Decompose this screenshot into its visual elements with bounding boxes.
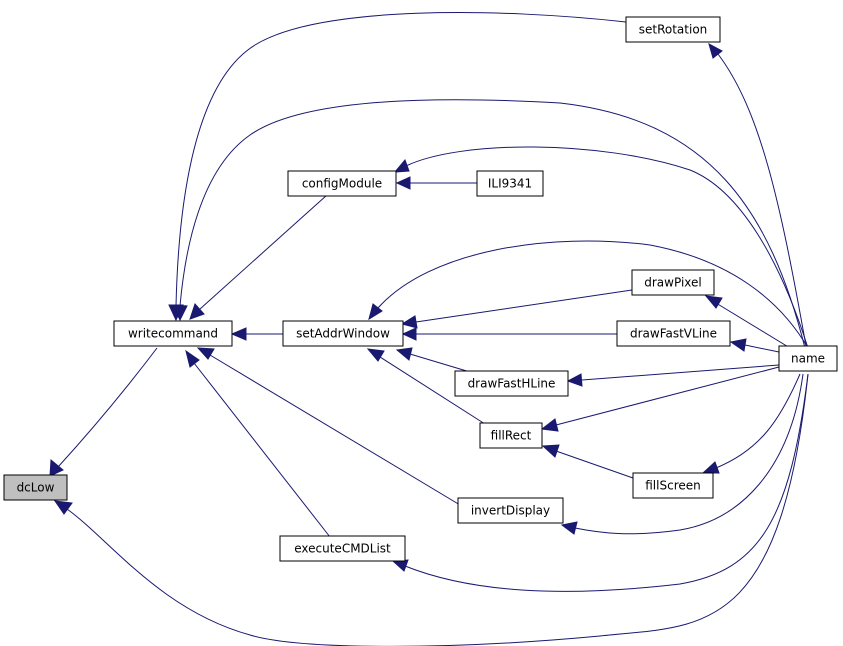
edge-drawfastvline-to-setaddrwindow: [401, 327, 617, 341]
edge-writecommand-to-dclow: [49, 347, 158, 477]
node-setrotation[interactable]: setRotation: [625, 16, 721, 43]
edge-name-to-setrotation: [708, 42, 807, 347]
node-setaddrwindow-box: [282, 320, 404, 347]
node-setaddrwindow[interactable]: setAddrWindow: [282, 320, 404, 347]
node-configmodule-box: [287, 170, 397, 197]
node-drawfasthline-box: [454, 370, 569, 397]
node-ili9341[interactable]: ILI9341: [476, 170, 544, 197]
node-invertdisplay-label: invertDisplay: [471, 504, 550, 518]
node-setrotation-label: setRotation: [639, 23, 708, 37]
edge-drawfasthline-to-setaddrwindow: [395, 347, 471, 373]
node-configmodule[interactable]: configModule: [287, 170, 397, 197]
node-drawpixel-label: drawPixel: [644, 276, 701, 290]
node-invertdisplay[interactable]: invertDisplay: [457, 497, 564, 524]
edge-setaddrwindow-to-writecommand: [230, 327, 283, 341]
edge-name-to-drawfastvline: [729, 338, 780, 353]
node-drawfastvline-box: [616, 320, 731, 347]
node-writecommand-box: [113, 320, 233, 347]
node-writecommand[interactable]: writecommand: [113, 320, 233, 347]
edges-layer: [49, 12, 809, 646]
edge-name-to-writecommand: [172, 99, 806, 349]
node-fillrect-box: [479, 422, 543, 449]
node-writecommand-label: writecommand: [128, 327, 218, 341]
edge-configmodule-to-writecommand: [189, 194, 328, 320]
node-configmodule-label: configModule: [302, 177, 382, 191]
node-drawfasthline[interactable]: drawFastHLine: [454, 370, 569, 397]
edge-setrotation-to-writecommand: [168, 12, 627, 322]
node-executecmdlist[interactable]: executeCMDList: [279, 535, 406, 562]
edge-invertdisplay-to-writecommand: [196, 347, 461, 506]
edge-name-to-fillrect: [540, 366, 780, 432]
node-setrotation-box: [625, 16, 721, 43]
edge-name-to-drawfasthline: [566, 364, 780, 387]
edge-name-to-drawpixel: [704, 295, 791, 349]
edge-executecmdlist-to-writecommand: [185, 349, 331, 538]
edge-name-to-invertdisplay: [560, 373, 804, 535]
node-fillscreen-box: [632, 472, 714, 499]
edge-name-to-dclow: [53, 373, 809, 646]
node-drawfastvline[interactable]: drawFastVLine: [616, 320, 731, 347]
edge-name-to-executecmdlist: [391, 373, 809, 592]
node-fillrect[interactable]: fillRect: [479, 422, 543, 449]
node-drawpixel[interactable]: drawPixel: [631, 269, 715, 296]
node-executecmdlist-label: executeCMDList: [294, 542, 391, 556]
edge-name-to-fillscreen: [701, 373, 801, 474]
node-ili9341-box: [476, 170, 544, 197]
node-setaddrwindow-label: setAddrWindow: [296, 327, 390, 341]
edge-fillscreen-to-fillrect: [541, 444, 634, 479]
edge-name-to-setaddrwindow: [368, 240, 809, 349]
node-drawpixel-box: [631, 269, 715, 296]
node-drawfasthline-label: drawFastHLine: [468, 377, 556, 391]
node-dclow-label: dcLow: [17, 481, 55, 495]
node-fillrect-label: fillRect: [491, 429, 532, 443]
node-fillscreen[interactable]: fillScreen: [632, 472, 714, 499]
node-name[interactable]: name: [778, 345, 838, 372]
node-ili9341-label: ILI9341: [488, 177, 532, 191]
edge-drawpixel-to-setaddrwindow: [400, 289, 633, 329]
node-dclow-box: [3, 474, 68, 501]
node-dclow[interactable]: dcLow: [3, 474, 68, 501]
node-invertdisplay-box: [457, 497, 564, 524]
nodes-layer: dcLow writecommand configModule ILI9341 …: [3, 16, 838, 562]
edge-fillrect-to-setaddrwindow: [366, 348, 486, 425]
node-name-box: [778, 345, 838, 372]
node-drawfastvline-label: drawFastVLine: [630, 327, 717, 341]
edge-ili9341-to-configmodule: [395, 176, 477, 190]
edge-name-to-configmodule: [393, 146, 809, 349]
node-name-label: name: [791, 352, 825, 366]
node-executecmdlist-box: [279, 535, 406, 562]
node-fillscreen-label: fillScreen: [645, 479, 700, 493]
